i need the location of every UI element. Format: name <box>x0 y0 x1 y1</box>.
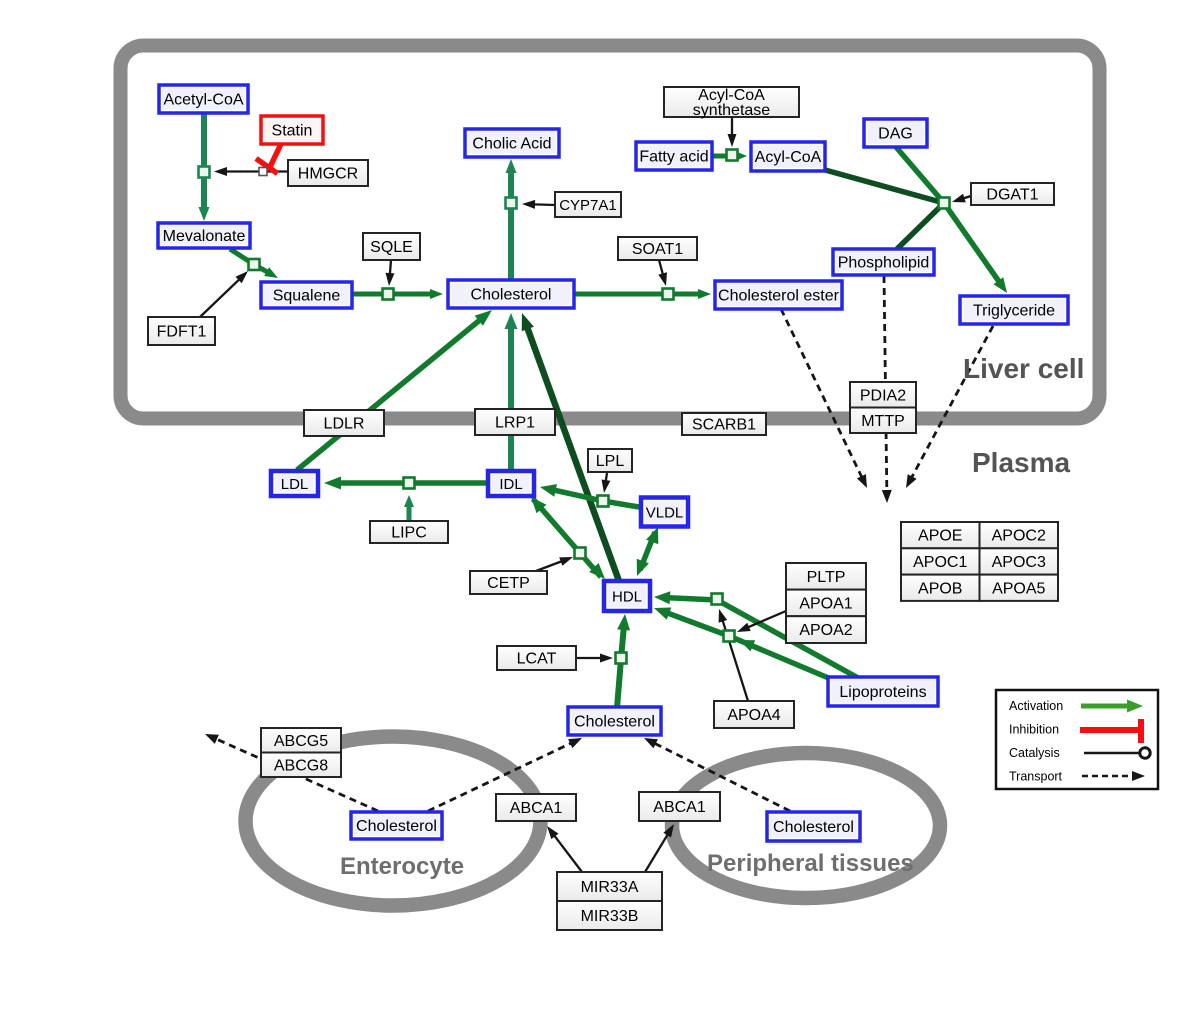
svg-text:FDFT1: FDFT1 <box>157 324 207 341</box>
svg-text:Lipoproteins: Lipoproteins <box>839 684 926 701</box>
svg-text:Peripheral tissues: Peripheral tissues <box>707 850 914 877</box>
svg-text:APOA5: APOA5 <box>992 580 1045 597</box>
svg-text:ABCG5: ABCG5 <box>274 733 328 750</box>
svg-text:synthetase: synthetase <box>693 102 770 119</box>
svg-text:Cholesterol: Cholesterol <box>773 819 854 836</box>
svg-text:LPL: LPL <box>596 453 625 470</box>
svg-text:Fatty acid: Fatty acid <box>639 149 708 166</box>
svg-text:Cholic Acid: Cholic Acid <box>472 136 551 153</box>
svg-text:ABCA1: ABCA1 <box>653 799 706 816</box>
svg-text:Inhibition: Inhibition <box>1009 723 1059 737</box>
svg-text:Acyl-CoA: Acyl-CoA <box>698 87 765 104</box>
svg-text:Cholesterol: Cholesterol <box>471 287 552 304</box>
svg-text:MTTP: MTTP <box>861 413 905 430</box>
svg-text:APOA1: APOA1 <box>799 595 852 612</box>
svg-text:DGAT1: DGAT1 <box>986 187 1038 204</box>
svg-text:CETP: CETP <box>487 575 530 592</box>
svg-text:APOA2: APOA2 <box>799 622 852 639</box>
svg-text:APOB: APOB <box>918 580 962 597</box>
svg-text:MIR33A: MIR33A <box>581 879 639 896</box>
svg-text:Mevalonate: Mevalonate <box>163 228 246 245</box>
svg-text:Activation: Activation <box>1009 699 1063 713</box>
svg-text:Transport: Transport <box>1009 770 1063 784</box>
svg-text:LIPC: LIPC <box>391 525 427 542</box>
svg-text:Cholesterol: Cholesterol <box>574 714 655 731</box>
svg-text:Liver cell: Liver cell <box>963 353 1084 384</box>
svg-text:ABCG8: ABCG8 <box>274 757 328 774</box>
svg-text:IDL: IDL <box>499 476 522 493</box>
svg-text:VLDL: VLDL <box>646 505 684 522</box>
svg-text:LCAT: LCAT <box>517 651 557 668</box>
svg-text:Triglyceride: Triglyceride <box>973 303 1055 320</box>
svg-text:ABCA1: ABCA1 <box>510 800 563 817</box>
svg-text:CYP7A1: CYP7A1 <box>559 197 617 214</box>
svg-text:PLTP: PLTP <box>807 569 846 586</box>
svg-text:Enterocyte: Enterocyte <box>340 853 464 880</box>
svg-text:HDL: HDL <box>612 589 642 606</box>
svg-text:Acyl-CoA: Acyl-CoA <box>755 149 822 166</box>
svg-text:Phospholipid: Phospholipid <box>838 255 930 272</box>
svg-text:Catalysis: Catalysis <box>1009 746 1060 760</box>
svg-text:SCARB1: SCARB1 <box>692 417 756 434</box>
svg-text:HMGCR: HMGCR <box>298 166 358 183</box>
svg-text:LDLR: LDLR <box>324 416 365 433</box>
svg-text:Squalene: Squalene <box>273 288 341 305</box>
svg-text:LRP1: LRP1 <box>495 415 535 432</box>
svg-text:DAG: DAG <box>878 126 913 143</box>
svg-text:SQLE: SQLE <box>370 239 413 256</box>
svg-text:Cholesterol ester: Cholesterol ester <box>718 288 840 305</box>
svg-text:APOA4: APOA4 <box>727 707 780 724</box>
svg-text:Cholesterol: Cholesterol <box>356 818 437 835</box>
svg-text:MIR33B: MIR33B <box>581 908 639 925</box>
svg-text:Plasma: Plasma <box>972 447 1070 478</box>
svg-text:LDL: LDL <box>281 476 309 493</box>
svg-text:APOC3: APOC3 <box>992 554 1046 571</box>
svg-text:Acetyl-CoA: Acetyl-CoA <box>163 92 243 109</box>
svg-text:APOC2: APOC2 <box>992 528 1046 545</box>
svg-text:APOC1: APOC1 <box>913 554 967 571</box>
svg-text:PDIA2: PDIA2 <box>860 387 906 404</box>
svg-text:APOE: APOE <box>918 528 962 545</box>
svg-text:Statin: Statin <box>272 123 313 140</box>
svg-text:SOAT1: SOAT1 <box>632 241 683 258</box>
